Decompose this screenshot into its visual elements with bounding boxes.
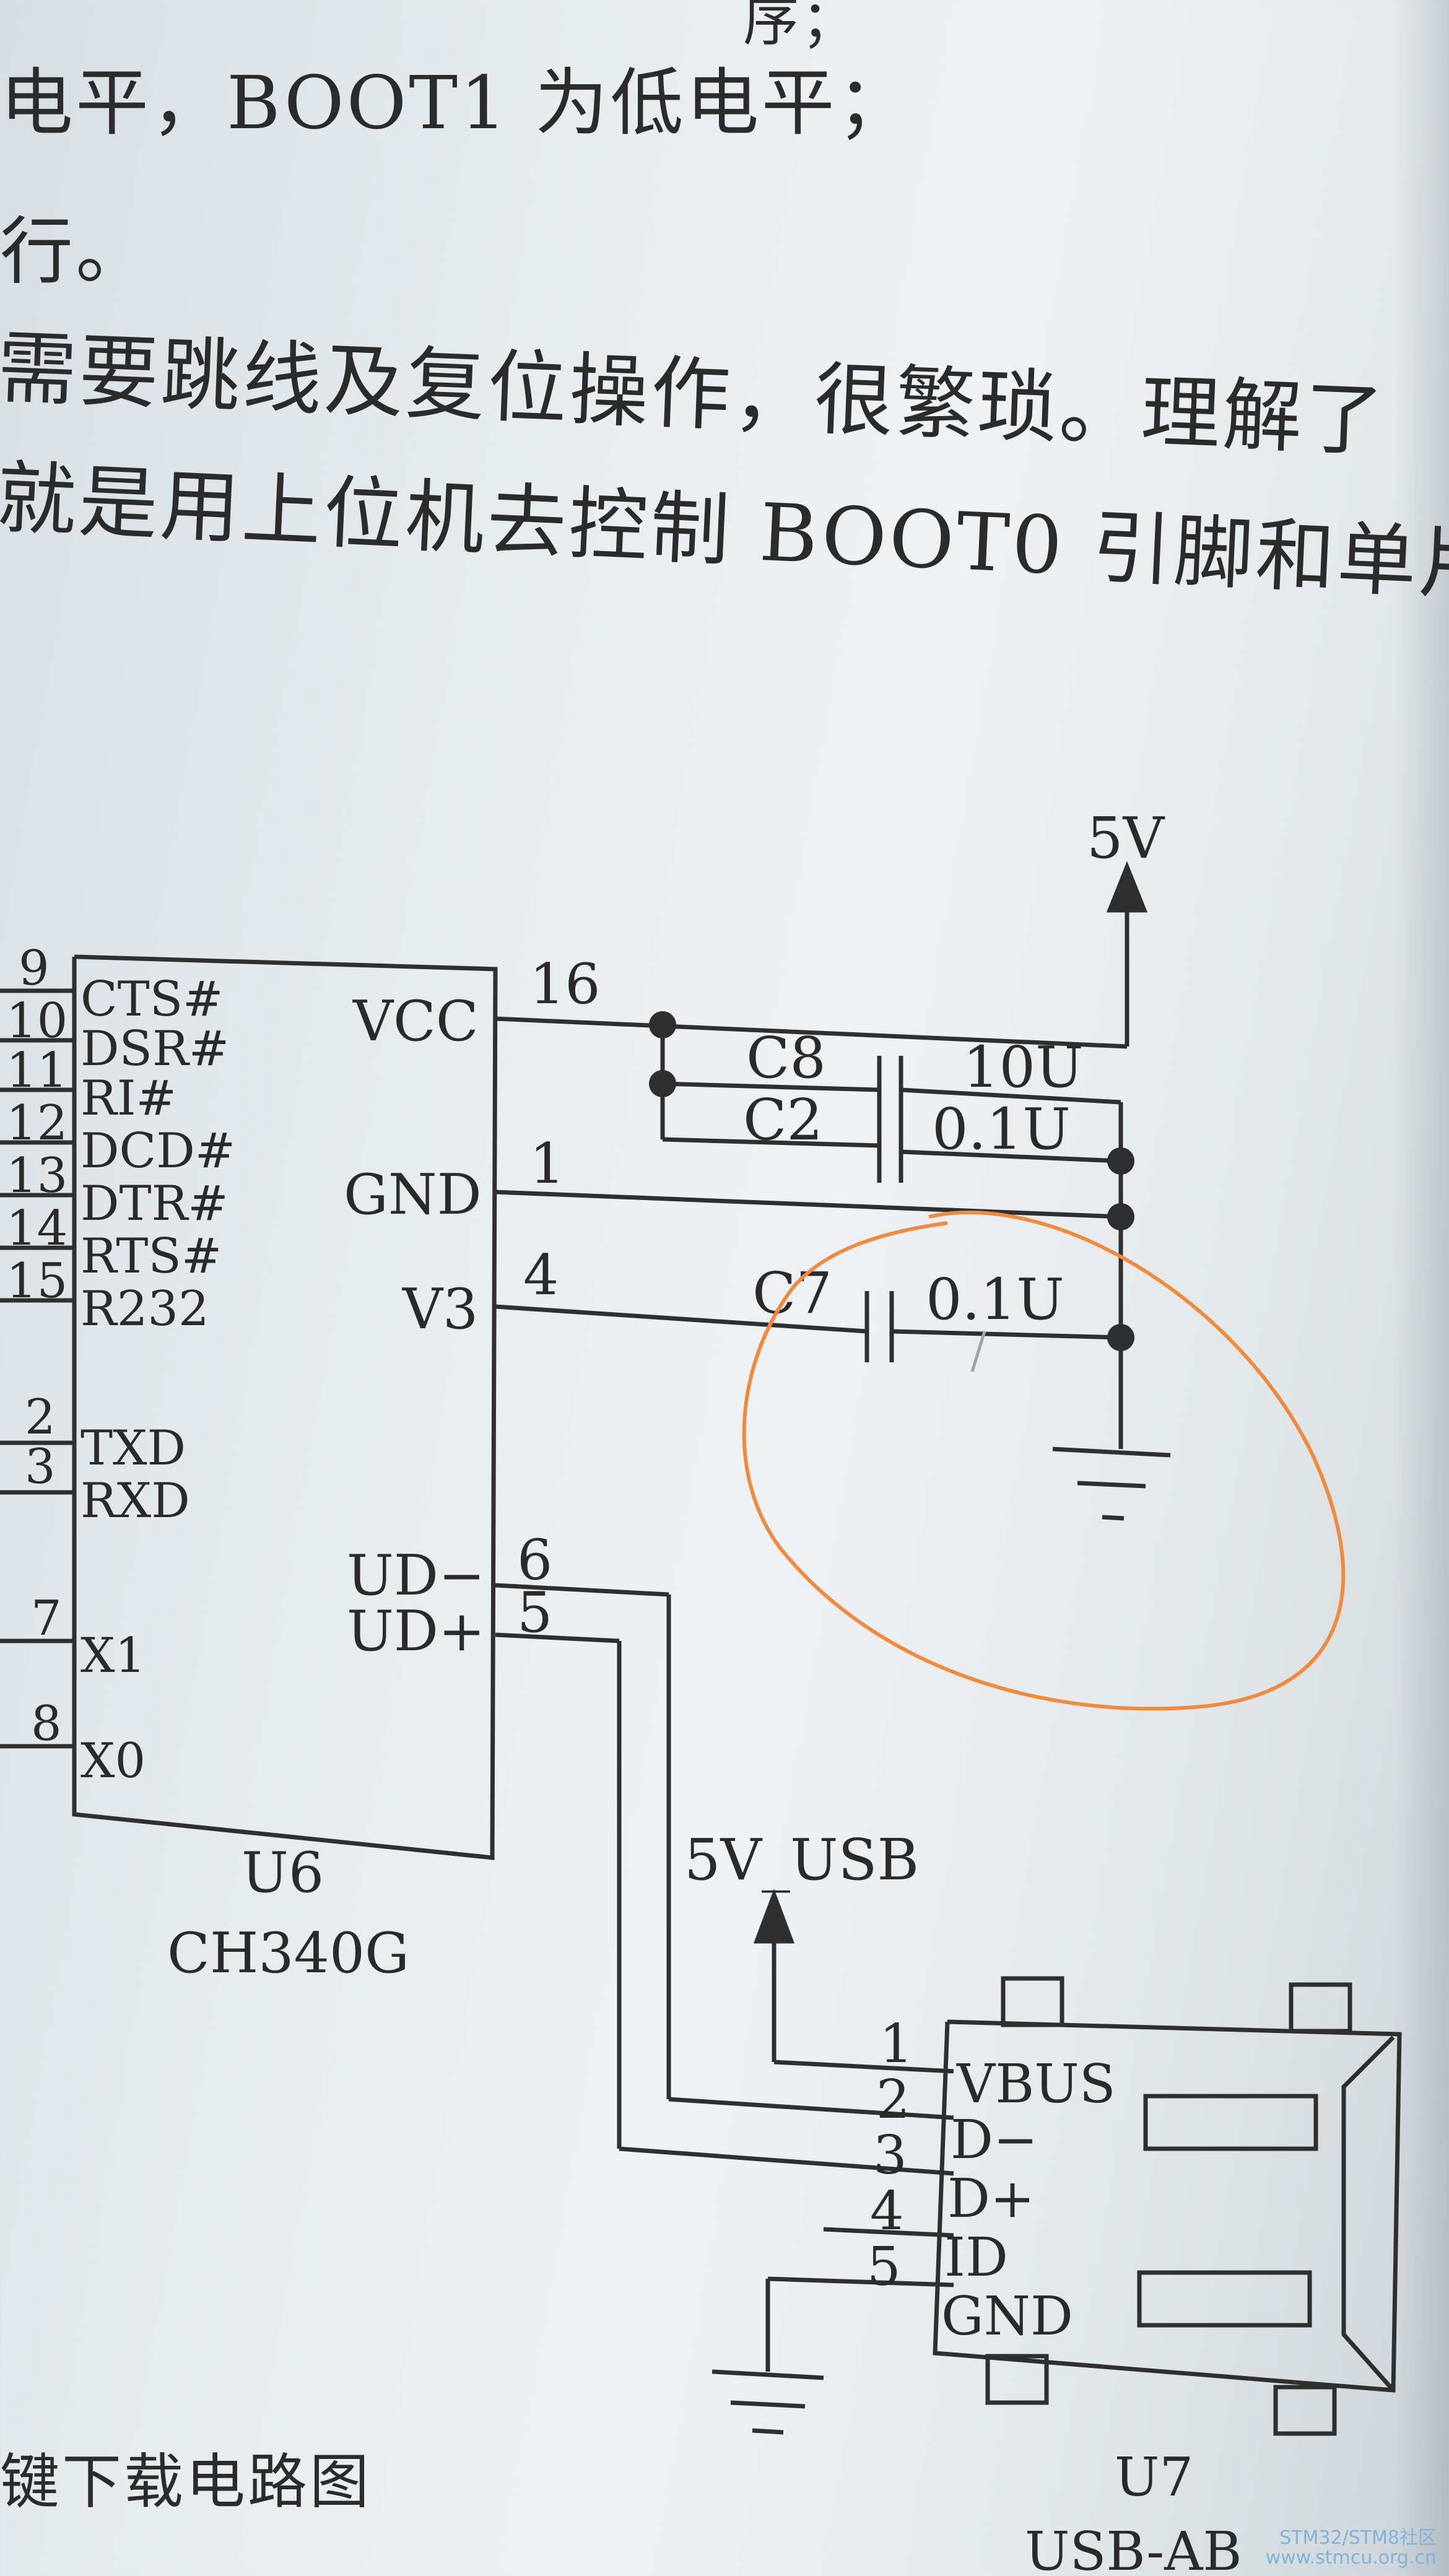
- u6-pin-num-5: 5: [517, 1580, 552, 1645]
- watermark-line-1: STM32/STM8社区: [1279, 2527, 1437, 2549]
- c8-value: 10U: [963, 1034, 1084, 1100]
- usb-contact-lower: [1137, 2270, 1312, 2328]
- u6-pin-name: RTS#: [80, 1229, 222, 1284]
- u6-pin-num: 7: [31, 1591, 62, 1647]
- c2-value: 0.1U: [932, 1096, 1071, 1162]
- u7-pin-name: D−: [951, 2109, 1038, 2171]
- book-text-line-2: 行。: [0, 209, 152, 294]
- u7-pin-name: ID: [944, 2227, 1008, 2289]
- u6-pin-num: 3: [25, 1439, 56, 1495]
- u6-pin-name: DCD#: [80, 1123, 235, 1179]
- u6-pin-num: 13: [6, 1148, 67, 1204]
- u7-part: USB-AB: [1025, 2521, 1242, 2576]
- u7-pin-name: GND: [941, 2286, 1073, 2348]
- c2-ref: C2: [743, 1087, 823, 1153]
- power-label-5v: 5V: [1087, 805, 1165, 871]
- u7-pin-num: 5: [867, 2236, 901, 2298]
- u6-pin-name-v3: V3: [402, 1277, 478, 1342]
- u6-pin-num-16: 16: [529, 952, 601, 1017]
- u6-pin-name: CTS#: [80, 972, 224, 1027]
- u6-pin-name: DSR#: [80, 1021, 229, 1077]
- u6-ref: U6: [242, 1840, 324, 1905]
- u7-pin-num: 1: [879, 2013, 913, 2075]
- c7-ref: C7: [752, 1260, 832, 1326]
- usb-power-arrow-icon: [753, 1888, 795, 1944]
- c8-ref: C8: [746, 1025, 826, 1091]
- u6-chip-body: [72, 954, 498, 1860]
- u6-pin-name-gnd: GND: [344, 1162, 482, 1227]
- u6-pin-num-6: 6: [517, 1528, 552, 1593]
- u7-pin-name: D+: [947, 2168, 1035, 2230]
- u6-pin-name-ud-minus: UD−: [347, 1543, 485, 1608]
- u6-pin-name-vcc: VCC: [352, 989, 479, 1054]
- u6-pin-name-ud-plus: UD+: [347, 1599, 485, 1664]
- pencil-mark: [970, 1331, 986, 1372]
- u6-pin-num: 9: [19, 941, 50, 996]
- u7-pin-num: 2: [876, 2069, 910, 2131]
- u6-pin-num: 10: [6, 993, 67, 1049]
- usb-power-label: 5V_USB: [684, 1827, 919, 1893]
- u7-ref: U7: [1115, 2447, 1193, 2509]
- u6-pin-name: R232: [80, 1281, 209, 1337]
- u6-pin-num: 8: [31, 1696, 62, 1752]
- u6-pin-name: TXD: [80, 1421, 186, 1476]
- u6-pin-name: DTR#: [80, 1176, 228, 1232]
- u6-pin-name: X1: [80, 1628, 146, 1684]
- u6-pin-num-1: 1: [529, 1131, 565, 1196]
- u6-pin-num-4: 4: [523, 1243, 559, 1308]
- u6-pin-num: 15: [6, 1253, 67, 1309]
- u6-pin-num: 14: [6, 1201, 67, 1256]
- u6-pin-num: 12: [6, 1095, 67, 1151]
- watermark: STM32/STM8社区 www.stmcu.org.cn: [1266, 2528, 1437, 2567]
- book-text-fragment: 序；: [743, 0, 859, 53]
- vcc-arrow-icon: [1106, 861, 1148, 913]
- hand-drawn-circle-annotation: [742, 1211, 1346, 1711]
- c7-value: 0.1U: [926, 1266, 1064, 1333]
- u7-pin-num: 3: [873, 2125, 907, 2187]
- usb-contact-upper: [1143, 2094, 1318, 2151]
- u7-pin-name: VBUS: [956, 2053, 1116, 2115]
- figure-caption: 键下载电路图: [0, 2447, 372, 2517]
- u6-pin-name: RI#: [80, 1071, 176, 1126]
- u6-pin-num: 2: [25, 1390, 56, 1445]
- u6-part: CH340G: [167, 1921, 409, 1986]
- page-edge-shadow: [1393, 0, 1449, 2576]
- u6-pin-name: X0: [80, 1733, 146, 1789]
- u7-pin-num: 4: [870, 2180, 904, 2242]
- u6-pin-name: RXD: [80, 1473, 190, 1529]
- book-text-line-1: 电平，BOOT1 为低电平；: [0, 60, 913, 146]
- watermark-line-2: www.stmcu.org.cn: [1265, 2546, 1437, 2569]
- u6-pin-num: 11: [6, 1043, 67, 1099]
